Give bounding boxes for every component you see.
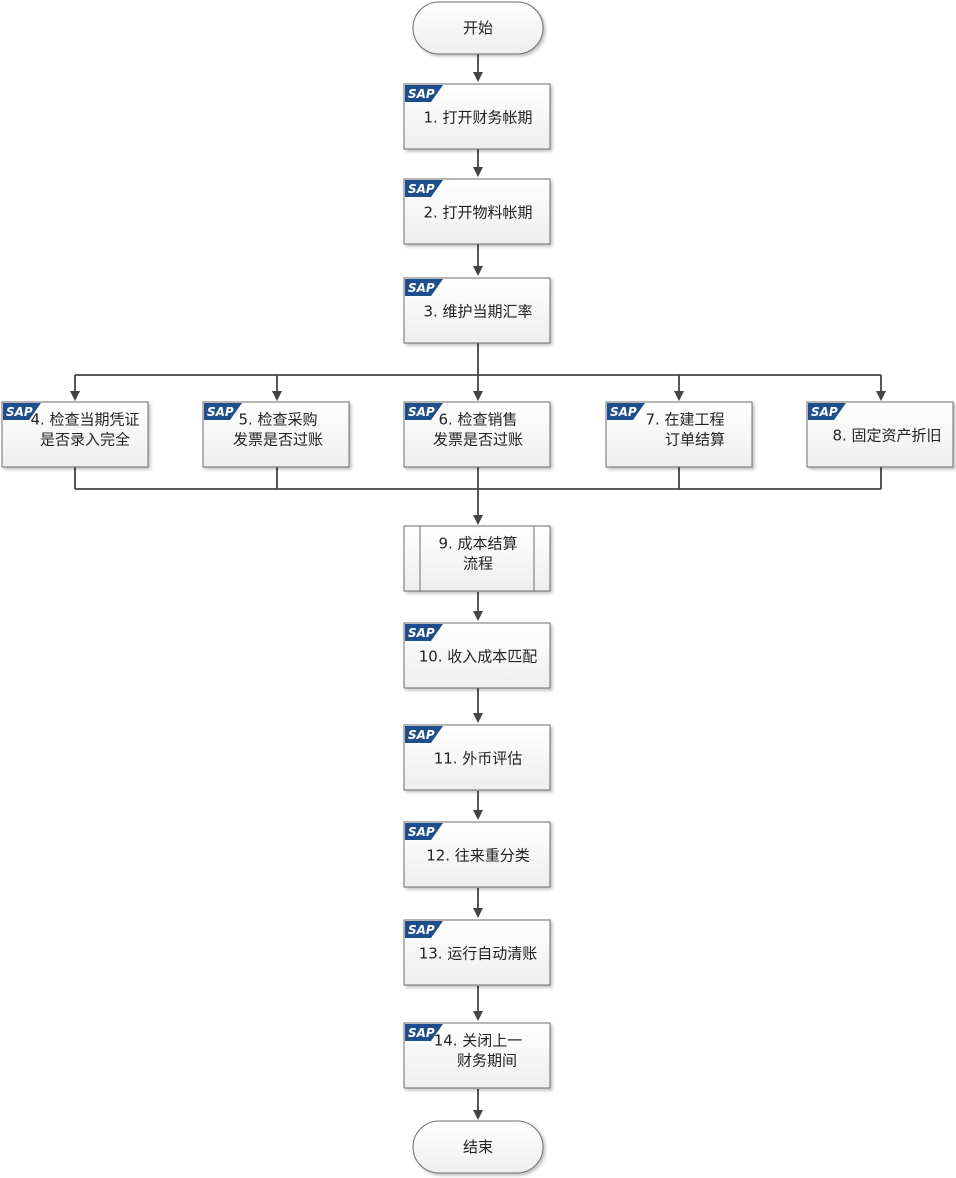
step-5-label-line-2: 发票是否过账 bbox=[233, 431, 323, 449]
step-11-box: SAP 11. 外币评估 bbox=[403, 724, 551, 791]
arrow-merge-to-9-arrowhead bbox=[473, 515, 483, 525]
end-terminal-label: 结束 bbox=[463, 1138, 493, 1156]
step-9-label-line-1: 9. 成本结算 bbox=[438, 535, 517, 553]
arrow-bus-to-branch-3-arrowhead bbox=[473, 391, 483, 401]
sap-logo-text: SAP bbox=[408, 923, 435, 937]
step-12-box: SAP 12. 往来重分类 bbox=[403, 821, 551, 888]
step-2-label-line-1: 2. 打开物料帐期 bbox=[423, 204, 532, 222]
step-9-shape bbox=[403, 525, 551, 592]
sap-logo-shape bbox=[405, 921, 443, 938]
sap-logo-icon: SAP bbox=[204, 403, 242, 420]
sap-logo-icon: SAP bbox=[405, 403, 443, 420]
end-terminal-shape bbox=[412, 1120, 544, 1174]
step-12-label-line-1: 12. 往来重分类 bbox=[426, 847, 530, 865]
arrow-2-to-3-arrowhead bbox=[473, 266, 483, 276]
step-8-label-line-1: 8. 固定资产折旧 bbox=[832, 427, 941, 445]
sap-logo-text: SAP bbox=[408, 626, 435, 640]
step-2-box: SAP 2. 打开物料帐期 bbox=[403, 178, 551, 245]
sap-logo-text: SAP bbox=[408, 281, 435, 295]
step-4-label-line-1: 4. 检查当期凭证 bbox=[30, 411, 139, 429]
sap-logo-shape bbox=[405, 85, 443, 102]
sap-logo-text: SAP bbox=[811, 405, 838, 419]
step-11-label-line-1: 11. 外币评估 bbox=[434, 750, 523, 768]
sap-logo-shape bbox=[405, 403, 443, 420]
arrow-9-to-10-arrowhead bbox=[473, 611, 483, 621]
sap-logo-icon: SAP bbox=[405, 1024, 443, 1041]
step-3-label-line-1: 3. 维护当期汇率 bbox=[423, 303, 532, 321]
sap-logo-shape bbox=[405, 726, 443, 743]
sap-logo-icon: SAP bbox=[405, 726, 443, 743]
sap-logo-icon: SAP bbox=[405, 85, 443, 102]
arrow-12-to-13-arrowhead bbox=[473, 908, 483, 918]
sap-logo-icon: SAP bbox=[405, 823, 443, 840]
sap-logo-shape bbox=[405, 624, 443, 641]
arrow-bus-to-branch-5-arrowhead bbox=[876, 391, 886, 401]
step-1-label-line-1: 1. 打开财务帐期 bbox=[423, 109, 532, 127]
sap-logo-shape bbox=[405, 279, 443, 296]
start-terminal-shape bbox=[412, 1, 544, 55]
step-8-box: SAP 8. 固定资产折旧 bbox=[806, 401, 954, 468]
sap-logo-shape bbox=[405, 1024, 443, 1041]
sap-logo-icon: SAP bbox=[405, 180, 443, 197]
arrow-start-to-1-arrowhead bbox=[473, 72, 483, 82]
step-5-label-line-1: 5. 检查采购 bbox=[238, 411, 317, 429]
start-terminal-label: 开始 bbox=[463, 19, 493, 37]
sap-logo-icon: SAP bbox=[607, 403, 645, 420]
step-6-label-line-2: 发票是否过账 bbox=[433, 431, 523, 449]
arrow-1-to-2-arrowhead bbox=[473, 167, 483, 177]
step-7-label-line-1: 7. 在建工程 bbox=[645, 411, 724, 429]
step-1-box: SAP 1. 打开财务帐期 bbox=[403, 83, 551, 150]
step-14-label-line-2: 财务期间 bbox=[457, 1052, 517, 1070]
step-6-label-line-1: 6. 检查销售 bbox=[438, 411, 517, 429]
sap-logo-text: SAP bbox=[207, 405, 234, 419]
sap-logo-text: SAP bbox=[408, 728, 435, 742]
step-14-label-line-1: 14. 关闭上一 bbox=[434, 1032, 523, 1050]
step-3-box: SAP 3. 维护当期汇率 bbox=[403, 277, 551, 344]
step-13-box: SAP 13. 运行自动清账 bbox=[403, 919, 551, 986]
start-terminal: 开始 bbox=[412, 1, 544, 55]
sap-logo-icon: SAP bbox=[808, 403, 846, 420]
arrow-bus-to-branch-1-arrowhead bbox=[70, 391, 80, 401]
sap-logo-icon: SAP bbox=[3, 403, 41, 420]
step-9-label-line-2: 流程 bbox=[463, 555, 493, 573]
sap-logo-text: SAP bbox=[408, 1026, 435, 1040]
step-13-label-line-1: 13. 运行自动清账 bbox=[419, 945, 538, 963]
step-10-box: SAP 10. 收入成本匹配 bbox=[403, 622, 551, 689]
sap-logo-text: SAP bbox=[408, 182, 435, 196]
arrow-bus-to-branch-2-arrowhead bbox=[272, 391, 282, 401]
arrow-13-to-14-arrowhead bbox=[473, 1011, 483, 1021]
connector-lines bbox=[70, 54, 886, 1120]
arrow-11-to-12-arrowhead bbox=[473, 810, 483, 820]
arrow-bus-to-branch-4-arrowhead bbox=[674, 391, 684, 401]
step-7-label-line-2: 订单结算 bbox=[665, 431, 725, 449]
arrow-10-to-11-arrowhead bbox=[473, 713, 483, 723]
sap-logo-text: SAP bbox=[408, 405, 435, 419]
sap-logo-text: SAP bbox=[408, 87, 435, 101]
sap-logo-icon: SAP bbox=[405, 624, 443, 641]
step-4-label-line-2: 是否录入完全 bbox=[40, 431, 130, 449]
sap-logo-icon: SAP bbox=[405, 279, 443, 296]
sap-logo-shape bbox=[204, 403, 242, 420]
sap-logo-text: SAP bbox=[610, 405, 637, 419]
sap-logo-shape bbox=[607, 403, 645, 420]
sap-logo-text: SAP bbox=[408, 825, 435, 839]
sap-logo-shape bbox=[3, 403, 41, 420]
end-terminal: 结束 bbox=[412, 1120, 544, 1174]
sap-logo-shape bbox=[405, 180, 443, 197]
arrow-14-to-end-arrowhead bbox=[473, 1110, 483, 1120]
step-12-shape bbox=[403, 821, 551, 888]
step-10-label-line-1: 10. 收入成本匹配 bbox=[419, 648, 538, 666]
sap-logo-shape bbox=[808, 403, 846, 420]
sap-logo-shape bbox=[405, 823, 443, 840]
sap-logo-icon: SAP bbox=[405, 921, 443, 938]
sap-logo-text: SAP bbox=[6, 405, 33, 419]
